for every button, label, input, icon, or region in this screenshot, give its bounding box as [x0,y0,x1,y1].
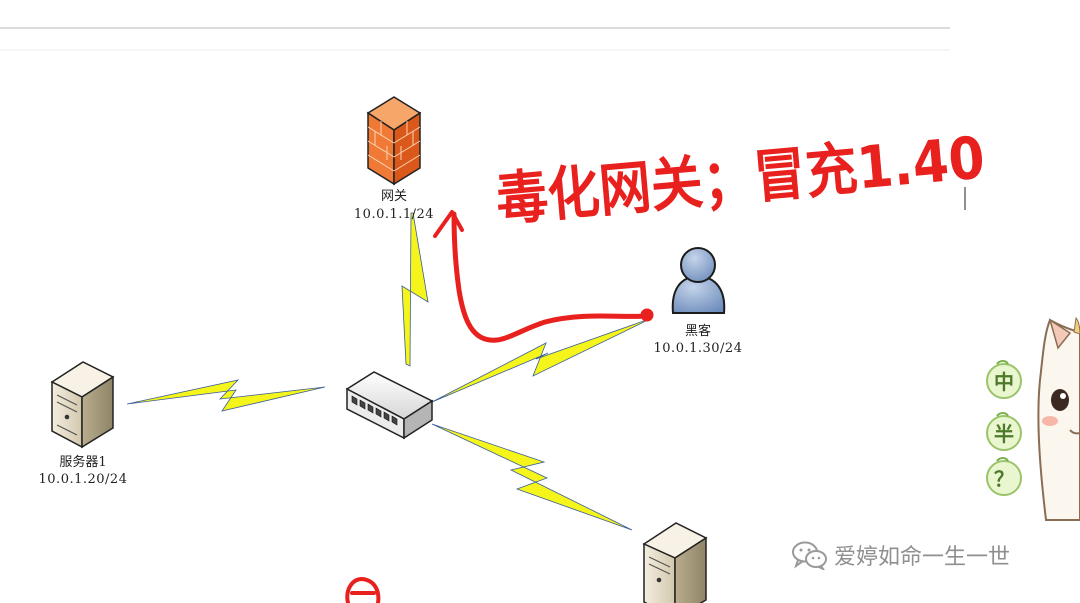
gateway-name-label: 网关 [374,189,414,205]
user-icon [673,248,725,313]
link-server1-switch [127,380,325,411]
switch-icon [347,372,432,438]
cat-sticker [1038,318,1080,520]
sticker-badge-3: ？ [987,458,1021,495]
server-icon [52,362,113,447]
watermark-text: 爱婷如命一生一世 [834,539,1010,571]
server-icon-2 [644,523,706,603]
hacker-name-label: 黑客 [678,324,718,340]
sticker-char-3: ？ [994,467,1014,491]
red-arrow-annotation [435,212,652,340]
sticker-char-1: 中 [994,370,1014,394]
server1-name-label: 服务器1 [48,455,118,471]
link-switch-server2 [432,424,632,530]
sticker-badge-1: 中 [987,361,1021,398]
link-gateway-switch [402,213,428,366]
hacker-ip-label: 10.0.1.30/24 [646,341,750,357]
wechat-icon [790,540,828,570]
firewall-icon [368,97,420,184]
watermark: 爱婷如命一生一世 [790,538,1010,572]
sticker-badge-2: 半 [987,413,1021,450]
sticker-char-2: 半 [994,422,1014,446]
gateway-ip-label: 10.0.1.1/24 [344,207,444,223]
link-switch-hacker [432,318,652,402]
handwritten-annotation: 毒化网关；冒充1.40 [493,123,987,233]
server1-ip-label: 10.0.1.20/24 [30,472,136,488]
red-scribble-fragment [347,579,378,603]
